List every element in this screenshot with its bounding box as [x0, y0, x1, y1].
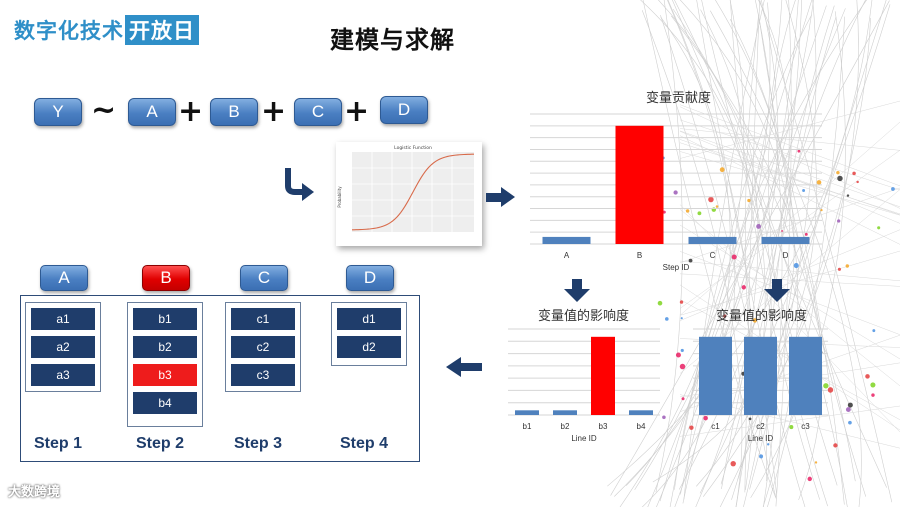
plus-operator: +	[261, 94, 287, 129]
chart-title-contribution: 变量贡献度	[646, 91, 712, 106]
bar-c3	[789, 336, 822, 415]
chart-title-level-impact-c: 变量值的影响度	[716, 309, 808, 324]
bar-C	[688, 236, 737, 244]
level-box: d2	[337, 336, 401, 358]
level-box: d1	[337, 308, 401, 330]
down-arrow-icon	[764, 279, 790, 302]
level-box: a2	[31, 336, 95, 358]
bar-c1	[699, 336, 732, 415]
plus-operator: +	[178, 94, 204, 129]
level-box: b4	[133, 392, 197, 414]
tick-label: A	[564, 251, 570, 260]
level-box: a1	[31, 308, 95, 330]
bar-b3	[591, 336, 615, 415]
plus-operator: +	[344, 94, 370, 129]
level-box: a3	[31, 364, 95, 386]
level-group-a: a1 a2 a3	[25, 302, 101, 392]
bar-A	[542, 236, 591, 244]
step-variable-head-d: D	[346, 265, 394, 291]
x-axis-label: Step ID	[663, 263, 690, 272]
equation-term-a: A	[128, 98, 176, 126]
page-title: 建模与求解	[330, 26, 455, 54]
x-axis-label: Line ID	[571, 434, 597, 443]
curved-arrow-icon	[285, 168, 314, 201]
tilde-operator: ~	[91, 93, 117, 128]
level-box: b1	[133, 308, 197, 330]
step-label: Step 1	[34, 435, 83, 452]
logo-text-highlight: 开放日	[125, 15, 199, 45]
bar-b2	[553, 410, 577, 415]
x-axis-label: Line ID	[748, 434, 774, 443]
tick-label: b1	[523, 422, 532, 431]
tick-label: c3	[801, 422, 810, 431]
tick-label: D	[783, 251, 789, 260]
level-box: c2	[231, 336, 295, 358]
tick-label: c1	[711, 422, 720, 431]
bar-b4	[629, 410, 653, 415]
level-group-c: c1 c2 c3	[225, 302, 301, 392]
bar-D	[761, 236, 810, 244]
tick-label: b3	[599, 422, 608, 431]
tick-label: C	[710, 251, 716, 260]
logo-text-main: 数字化技术	[14, 19, 124, 43]
level-box: c1	[231, 308, 295, 330]
step-label: Step 2	[136, 435, 185, 452]
sigmoid-curve	[351, 153, 475, 231]
brand-watermark: 大数跨境	[8, 485, 61, 500]
bar-c2	[744, 336, 777, 415]
level-box: c3	[231, 364, 295, 386]
tick-label: b4	[637, 422, 646, 431]
equation-term-y: Y	[34, 98, 82, 126]
equation-term-c: C	[294, 98, 342, 126]
equation-term-d: D	[380, 96, 428, 124]
step-variable-head-c: C	[240, 265, 288, 291]
contribution-bar-chart: A B C D Step ID	[530, 113, 822, 272]
tick-label: c2	[756, 422, 765, 431]
bar-B	[615, 125, 664, 244]
tick-label: B	[637, 251, 642, 260]
step-label: Step 4	[340, 435, 389, 452]
bar-b1	[515, 410, 539, 415]
level-group-b: b1 b2 b3 b4	[127, 302, 203, 427]
left-arrow-icon	[446, 357, 482, 377]
logo: 数字化技术 开放日	[14, 15, 199, 45]
logistic-plot-title: Logistic Function	[394, 145, 432, 151]
equation-term-b: B	[210, 98, 258, 126]
level-box: b2	[133, 336, 197, 358]
right-arrow-icon	[486, 187, 515, 207]
level-box: b3	[133, 364, 197, 386]
step-variable-head-b: B	[142, 265, 190, 291]
down-arrow-icon	[564, 279, 590, 302]
logistic-plot-ylabel: Probability	[337, 186, 342, 208]
step-variable-head-a: A	[40, 265, 88, 291]
chart-title-level-impact-b: 变量值的影响度	[538, 309, 630, 324]
tick-label: b2	[561, 422, 570, 431]
logistic-function-plot: Logistic Function Probability	[336, 142, 482, 246]
step-label: Step 3	[234, 435, 283, 452]
